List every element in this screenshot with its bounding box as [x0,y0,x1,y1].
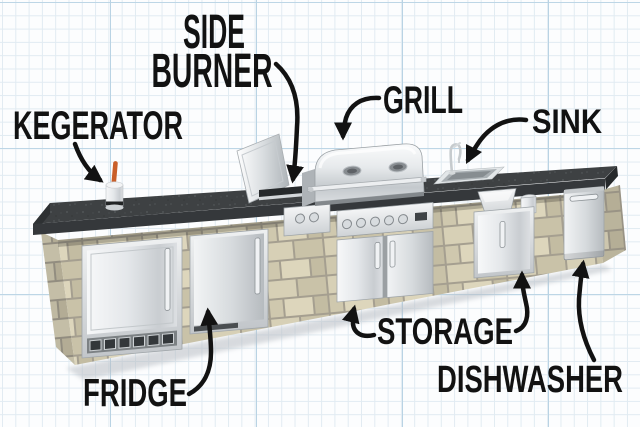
storage-doors-handle [374,241,381,269]
annotation-grill: GRILL [334,79,463,141]
side-burner-panel [283,203,331,237]
arrow-to-grill [334,95,382,141]
label-grill: GRILL [383,79,463,122]
arrow-to-storage-right [513,270,532,334]
side-burner-top [259,185,313,199]
label-sink: SINK [532,103,602,141]
arrow-to-fridge [186,307,219,397]
fridge-cabinet [189,228,269,335]
sink-faucet [449,143,462,175]
side-burner [236,133,331,237]
grill-knob [356,217,366,228]
fridge-door-handle [254,237,261,295]
grill-hood-vent [342,165,362,177]
grill-hood-front [314,143,425,203]
storage-doors-handle [389,240,396,268]
arrow-to-dishwasher [571,259,597,363]
base-left-end-face [41,232,75,365]
dishwasher-unit [563,186,605,261]
sink [433,142,505,185]
grill-knob [398,214,408,225]
arrow-to-storage-left [341,304,377,339]
annotation-kegerator: KEGERATOR [13,104,183,183]
grill-knob [342,219,352,230]
dishwasher-door [563,186,605,261]
grill-cart [336,202,434,303]
label-storage: STORAGE [377,311,513,352]
grill-hood-vent [388,161,408,173]
storage-single-handle [499,221,506,248]
arrow-to-kegerator [72,141,104,183]
grill-knob [370,216,380,227]
grill-handle-bar [307,176,427,192]
kegerator-cabinet [81,236,183,359]
kegerator-door [87,242,177,335]
side-burner-knob [295,213,305,224]
dishwasher-handle [569,193,599,202]
annotation-storage: STORAGE [341,270,532,352]
annotation-dishwasher: DISHWASHER [437,259,623,401]
grill-firebox-band [315,192,424,206]
grill-hood [302,143,427,207]
label-dishwasher: DISHWASHER [437,359,623,401]
countertop-right-end [605,166,618,190]
arrow-to-side-burner [273,61,304,184]
kegerator-door-handle [164,247,171,311]
arrow-to-sink [465,117,529,165]
annotation-side-burner: SIDE BURNER [152,6,304,184]
tap-handle [111,161,118,189]
grill-igniter [415,211,427,222]
label-fridge: FRIDGE [83,372,187,415]
fridge-kick-vent [194,322,238,332]
annotation-fridge: FRIDGE [83,307,219,415]
side-burner-knob [309,212,319,223]
label-side-burner-line2: BURNER [152,45,273,98]
annotations: KEGERATOR SIDE BURNER GRILL SINK FRIDGE [13,6,623,415]
label-kegerator: KEGERATOR [13,104,183,148]
grill-knob [384,215,394,226]
keg-tap-tower [105,161,124,211]
label-side-burner-line1: SIDE [183,6,245,59]
fridge-door [194,233,264,326]
annotation-sink: SINK [465,103,602,165]
storage-single-cabinet [473,206,535,279]
ground-shadow [66,265,612,380]
